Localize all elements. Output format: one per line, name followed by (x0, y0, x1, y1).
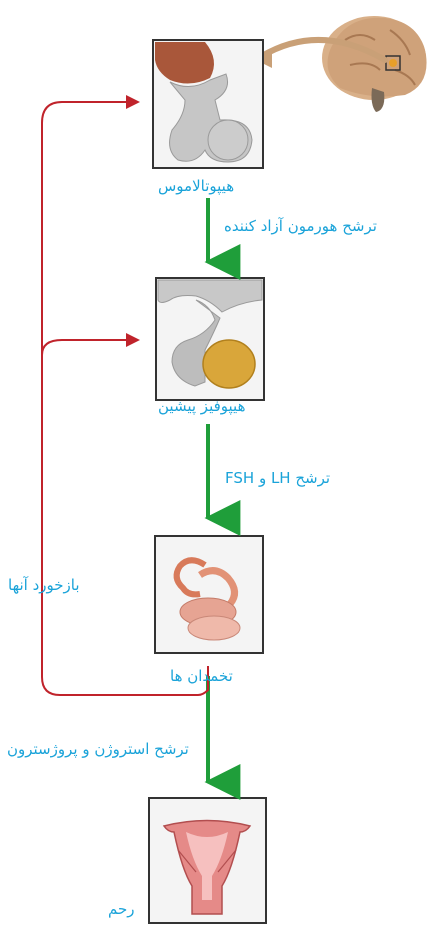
brain-image (322, 16, 427, 112)
fsh-lh-label: ترشح LH و FSH (225, 469, 330, 487)
uterus-image (149, 798, 266, 923)
feedback-arrowheads (126, 95, 140, 347)
ovaries-label: تخمدان ها (170, 667, 233, 685)
anterior-pituitary-image (156, 278, 264, 400)
anterior-pituitary-label: هیپوفیز پیشین (158, 397, 245, 415)
uterus-label: رحم (108, 900, 135, 918)
ovaries-image (155, 536, 263, 653)
gnrh-label: ترشح هورمون آزاد کننده (224, 217, 377, 235)
feedback-label: بازخورد آنها (8, 576, 80, 594)
estrogen-progesterone-label: ترشح استروژن و پروژسترون (7, 740, 189, 758)
hypothalamus-image (153, 40, 263, 168)
hypothalamus-label: هیپوتالاموس (158, 177, 234, 195)
